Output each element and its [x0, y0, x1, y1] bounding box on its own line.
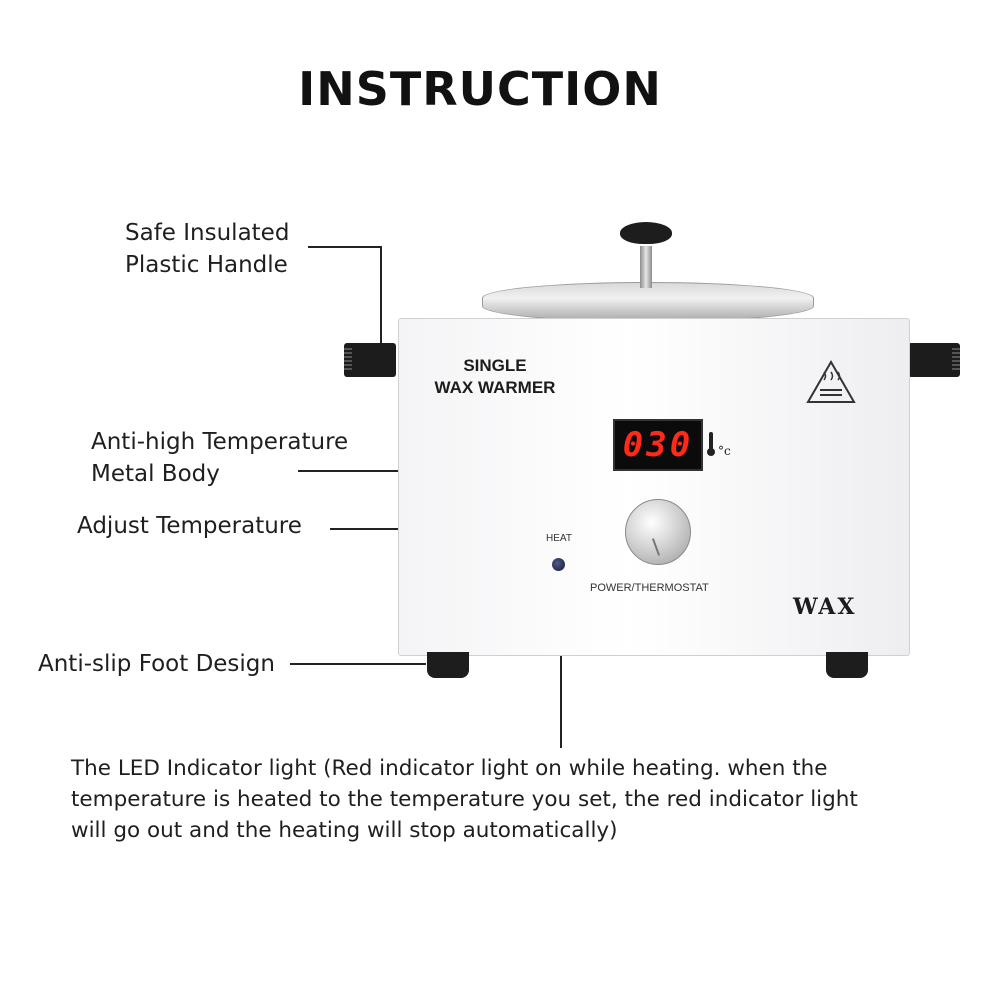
- thermometer-icon: [707, 432, 715, 456]
- heat-label: HEAT: [546, 533, 572, 544]
- handle-label-line1: Safe Insulated: [125, 220, 290, 246]
- device-name-line2: WAX WARMER: [434, 378, 556, 397]
- body-label: Anti-high Temperature Metal Body: [91, 426, 348, 490]
- left-side-handle: [344, 343, 396, 377]
- handle-label: Safe Insulated Plastic Handle: [125, 217, 289, 281]
- device-name: SINGLE WAX WARMER: [430, 355, 560, 399]
- temperature-display: 030: [613, 419, 703, 471]
- body-label-line1: Anti-high Temperature: [91, 429, 349, 455]
- lid-handle-knob: [620, 222, 672, 244]
- adjust-label: Adjust Temperature: [77, 513, 302, 539]
- temperature-unit: °c: [718, 444, 731, 458]
- handle-label-line2: Plastic Handle: [125, 252, 288, 278]
- led-note-line3: will go out and the heating will stop au…: [71, 818, 618, 843]
- hot-surface-warning-icon: [806, 360, 856, 403]
- led-indicator-note: The LED Indicator light (Red indicator l…: [71, 753, 951, 846]
- heat-indicator-led: [552, 558, 565, 571]
- right-foot: [826, 652, 868, 678]
- page-title: INSTRUCTION: [298, 62, 662, 116]
- foot-label: Anti-slip Foot Design: [38, 651, 275, 677]
- lid-handle-stem: [640, 246, 652, 288]
- right-side-handle: [908, 343, 960, 377]
- body-label-line2: Metal Body: [91, 461, 220, 487]
- foot-leader: [290, 663, 426, 665]
- led-note-line2: temperature is heated to the temperature…: [71, 787, 858, 812]
- body-leader: [298, 470, 398, 472]
- wax-pot-lid: [482, 282, 814, 322]
- power-thermostat-label: POWER/THERMOSTAT: [590, 582, 709, 594]
- led-note-line1: The LED Indicator light (Red indicator l…: [71, 756, 828, 781]
- brand-logo: WAX: [793, 594, 857, 620]
- handle-leader-vertical: [380, 246, 382, 344]
- device-name-line1: SINGLE: [463, 356, 527, 375]
- left-foot: [427, 652, 469, 678]
- handle-leader-horizontal: [308, 246, 382, 248]
- led-leader: [560, 570, 562, 748]
